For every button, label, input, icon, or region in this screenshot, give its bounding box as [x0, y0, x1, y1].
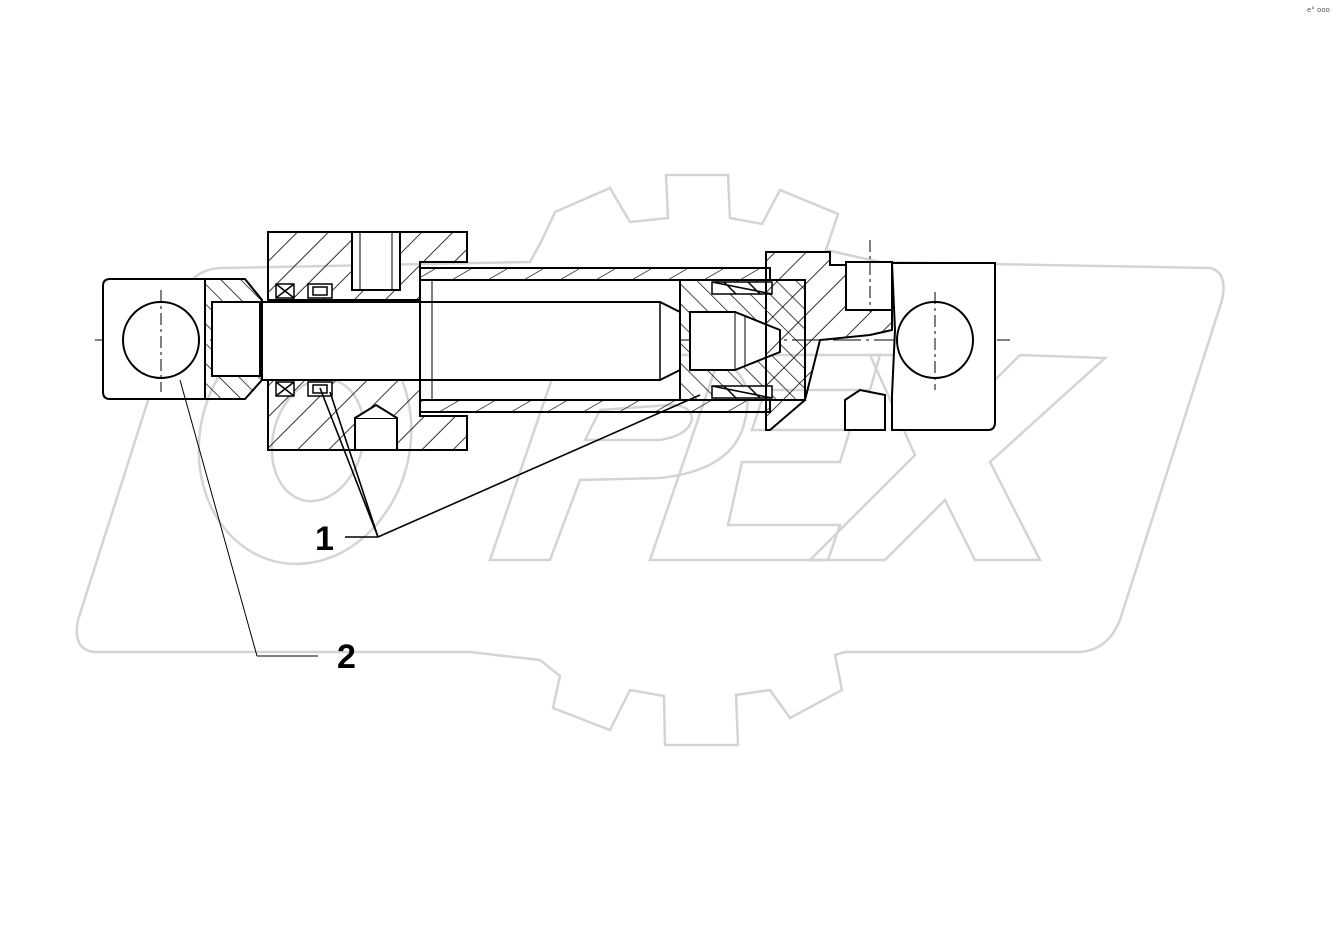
- cylinder-assembly: [102, 231, 996, 451]
- cylinder-tube-lower: [419, 399, 771, 413]
- callout-label-2: 2: [337, 638, 356, 676]
- port-top: [351, 231, 401, 291]
- watermark-letter-x: [806, 353, 1109, 562]
- cap-port: [845, 261, 893, 311]
- callout-label-1: 1: [315, 520, 334, 558]
- leader-lines: [179, 379, 701, 657]
- watermark-gear: [75, 173, 1225, 747]
- piston-rod: [261, 301, 681, 381]
- cylinder-tube-upper: [419, 267, 771, 281]
- piston-seals: [711, 281, 773, 399]
- watermark-logo: [75, 173, 1225, 747]
- corner-mark: e° ooo: [1307, 6, 1330, 14]
- port-bottom: [354, 417, 398, 451]
